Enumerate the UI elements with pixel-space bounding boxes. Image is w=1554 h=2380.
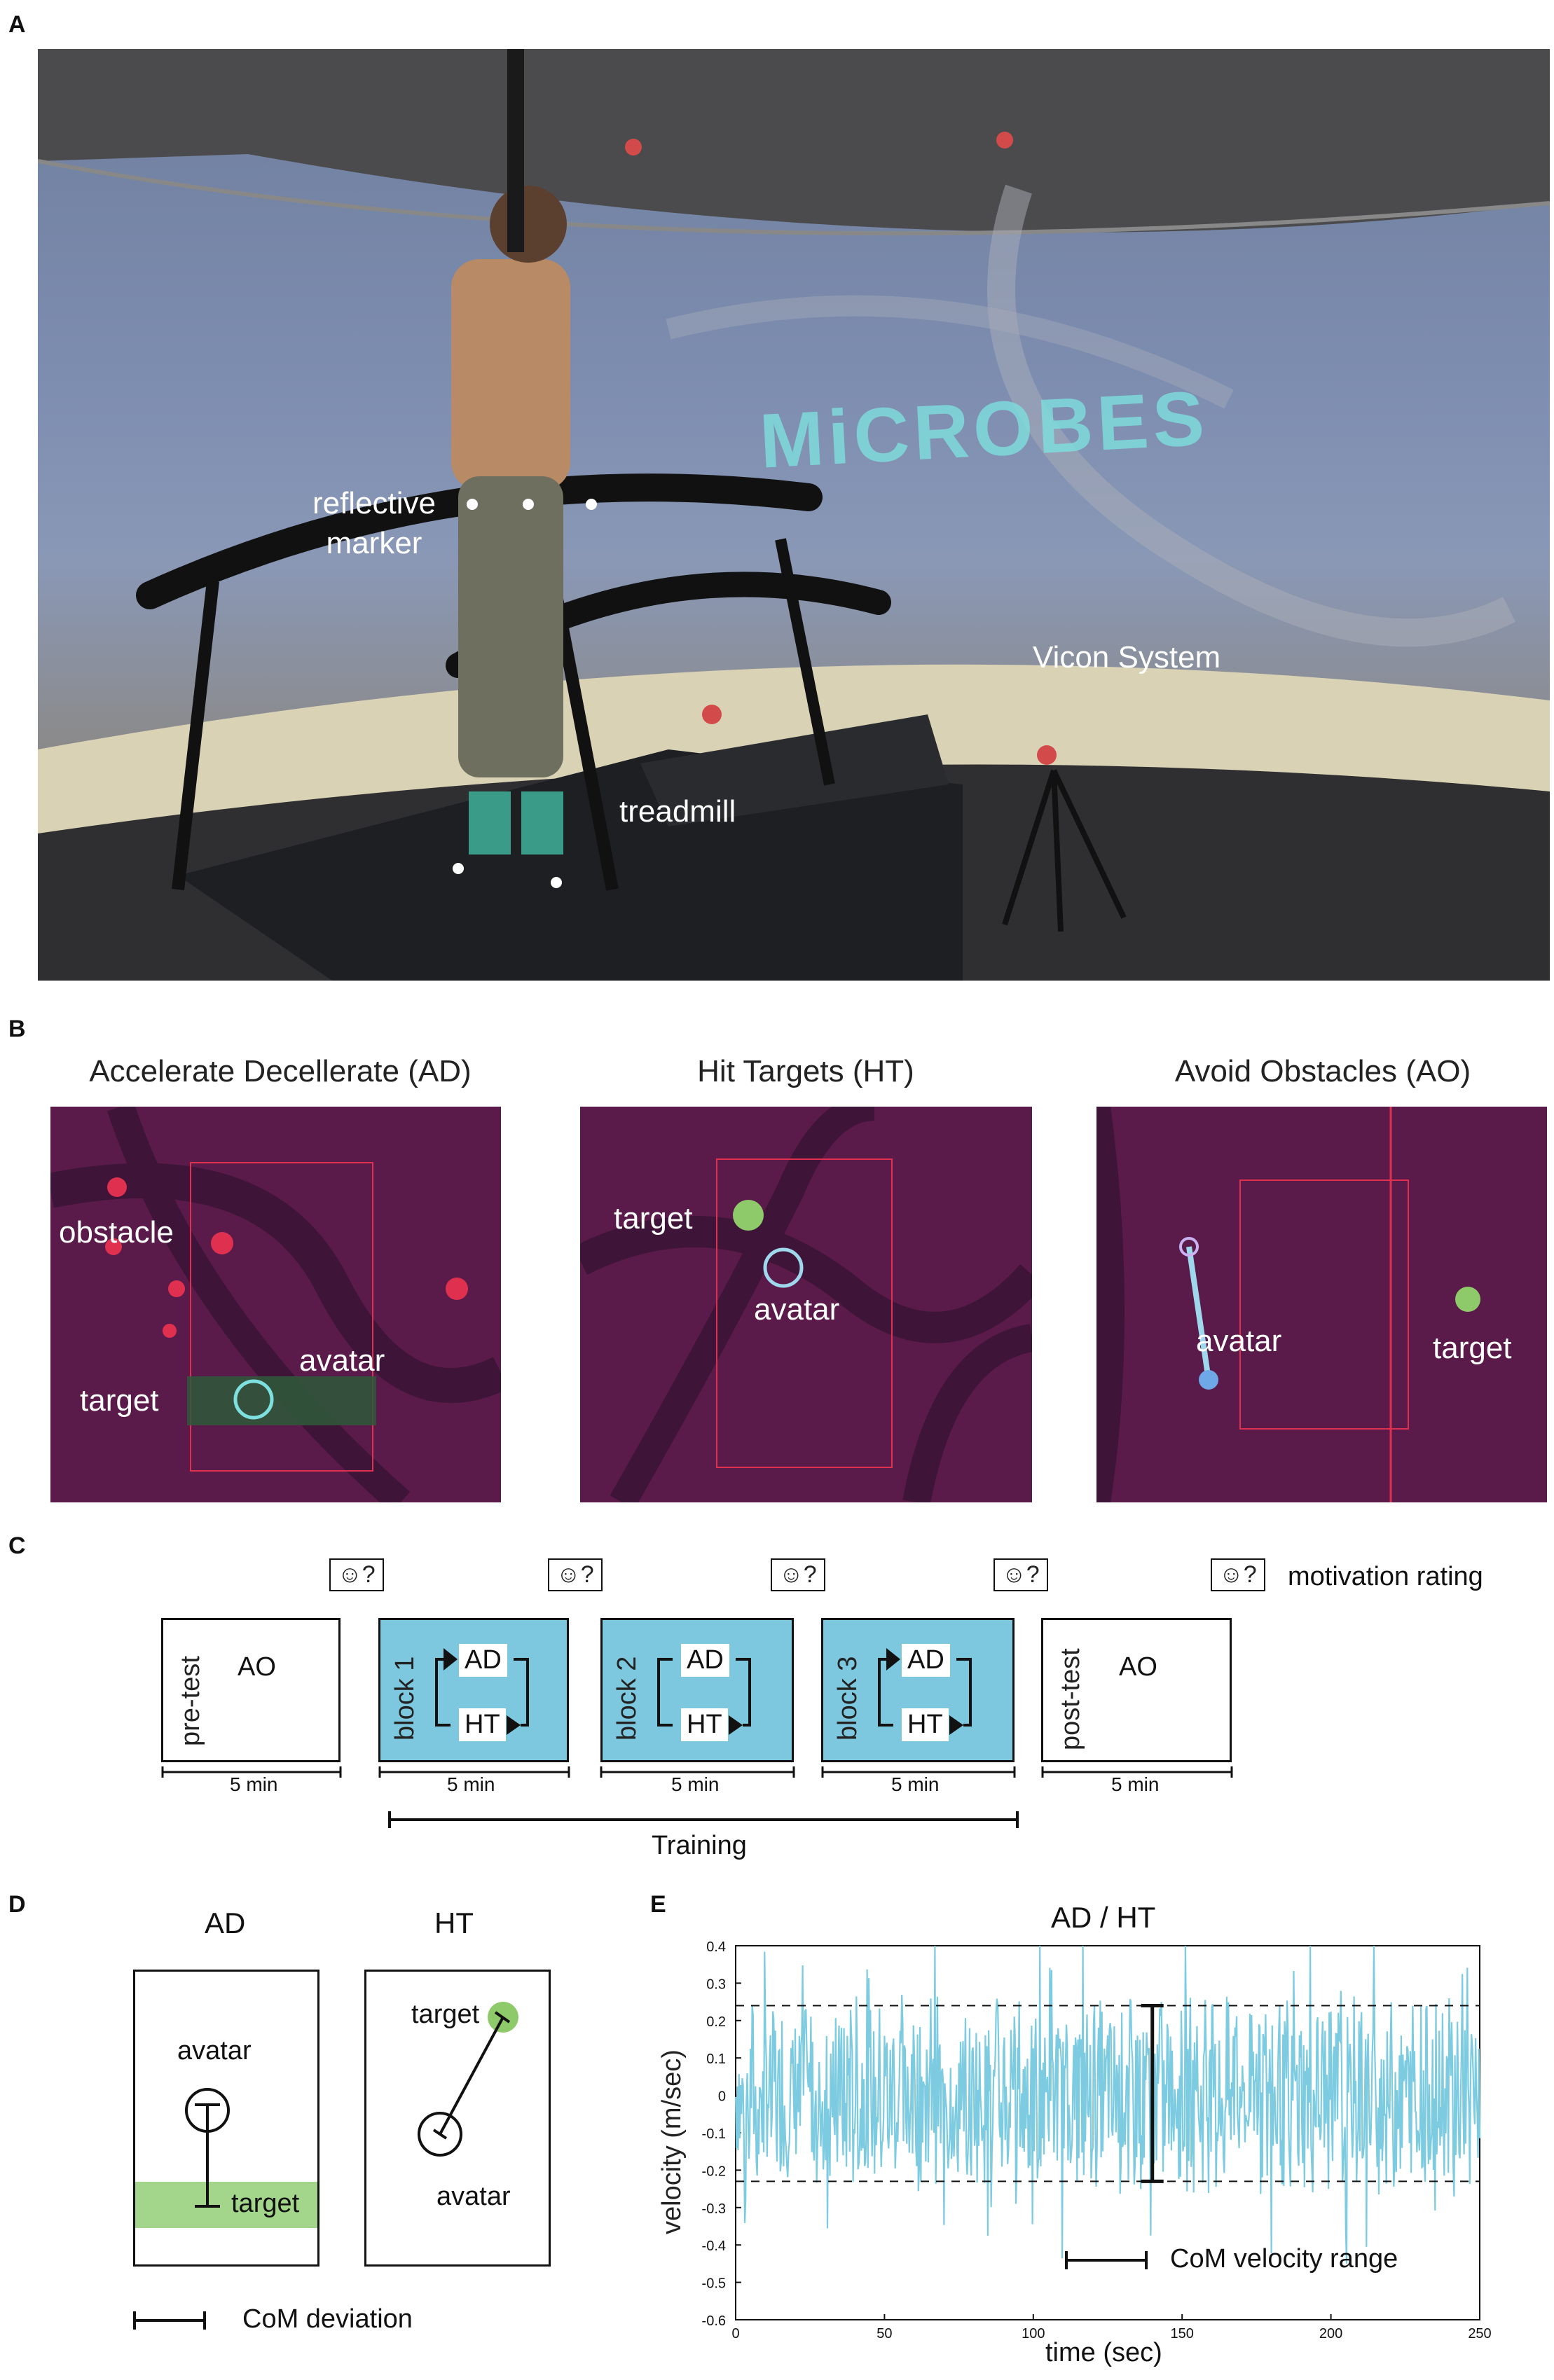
x-tick-label: 150 xyxy=(1171,2326,1194,2341)
x-tick-label: 100 xyxy=(1022,2326,1045,2341)
game-screen-ht: target avatar xyxy=(580,1107,1032,1502)
velocity-series-line xyxy=(734,1945,1481,2264)
y-tick-label: -0.4 xyxy=(702,2239,726,2254)
chart-title: AD / HT xyxy=(1051,1901,1156,1934)
ht-target-dot xyxy=(733,1200,764,1231)
y-tick-label: -0.1 xyxy=(702,2126,726,2142)
training-bracket xyxy=(388,1811,1019,1828)
target-zone xyxy=(187,1376,376,1425)
person-torso xyxy=(451,259,570,490)
block-2-box: block 2 AD HT xyxy=(600,1618,794,1762)
d-ad-target-label: target xyxy=(231,2189,300,2218)
y-tick-label: 0 xyxy=(718,2089,726,2105)
title-ad: Accelerate Decellerate (AD) xyxy=(89,1054,472,1088)
block-2-ht: HT xyxy=(681,1708,728,1741)
panel-letter-b: B xyxy=(8,1016,26,1042)
label-ht-target: target xyxy=(614,1201,693,1236)
pre-test-box: pre-test AO xyxy=(161,1618,341,1762)
avatar-ring xyxy=(233,1379,274,1420)
rating-bubble-1: ☺? xyxy=(329,1558,384,1591)
com-deviation-legend-bar xyxy=(133,2311,206,2330)
label-obstacle: obstacle xyxy=(59,1215,174,1250)
game-screen-ao: avatar target xyxy=(1096,1107,1547,1502)
duration-pre-test: 5 min xyxy=(230,1773,278,1795)
lab-photo: MiCROBES reflective marker Vicon System … xyxy=(38,49,1550,981)
y-tick-label: -0.2 xyxy=(702,2164,726,2179)
d-ad-title: AD xyxy=(205,1907,246,1939)
block-3-ht: HT xyxy=(902,1708,949,1741)
d-ht-title: HT xyxy=(434,1907,474,1939)
label-ht-avatar: avatar xyxy=(754,1292,840,1327)
ao-target-dot xyxy=(1455,1287,1480,1312)
x-tick-label: 0 xyxy=(731,2326,739,2341)
title-ht: Hit Targets (HT) xyxy=(697,1054,914,1088)
rating-bubble-4: ☺? xyxy=(993,1558,1048,1591)
label-reflective-marker: reflective marker xyxy=(312,486,436,561)
label-treadmill: treadmill xyxy=(619,794,736,829)
label-ad-target: target xyxy=(80,1383,159,1418)
game-screen-ad: obstacle avatar target xyxy=(50,1107,501,1502)
x-tick-label: 50 xyxy=(876,2326,892,2341)
x-tick-label: 200 xyxy=(1319,2326,1342,2341)
block-1-ad: AD xyxy=(459,1644,507,1677)
y-tick-label: 0.2 xyxy=(706,2014,726,2030)
lab-scene xyxy=(38,49,1550,981)
com-deviation-label: CoM deviation xyxy=(242,2304,413,2334)
rating-bubble-3: ☺? xyxy=(771,1558,825,1591)
y-tick-label: 0.3 xyxy=(706,1977,726,1992)
duration-block-3: 5 min xyxy=(891,1773,940,1795)
d-ht-target-label: target xyxy=(411,2000,480,2029)
motivation-rating-label: motivation rating xyxy=(1288,1562,1483,1591)
y-tick-label: -0.6 xyxy=(702,2313,726,2329)
label-ao-target: target xyxy=(1433,1331,1512,1365)
rating-bubble-5: ☺? xyxy=(1211,1558,1265,1591)
d-ht-avatar-label: avatar xyxy=(436,2182,511,2211)
label-vicon-system: Vicon System xyxy=(1033,640,1221,674)
training-label: Training xyxy=(652,1831,747,1860)
label-ad-avatar: avatar xyxy=(299,1343,385,1378)
panel-letter-d: D xyxy=(8,1891,26,1918)
block-1-box: block 1 AD HT xyxy=(378,1618,569,1762)
rating-bubble-2: ☺? xyxy=(548,1558,603,1591)
title-ao: Avoid Obstacles (AO) xyxy=(1174,1054,1471,1088)
pre-test-content: AO xyxy=(238,1652,276,1682)
ht-avatar-ring xyxy=(763,1247,804,1288)
label-ao-avatar: avatar xyxy=(1196,1324,1282,1358)
post-test-content: AO xyxy=(1119,1652,1157,1682)
y-tick-label: -0.5 xyxy=(702,2276,726,2292)
duration-rulers xyxy=(161,1766,1233,1778)
block-1-ht: HT xyxy=(459,1708,506,1741)
ao-avatar-rod xyxy=(1186,1246,1211,1381)
d-ht-box: target avatar xyxy=(364,1970,551,2267)
panel-letter-e: E xyxy=(650,1891,666,1918)
chart-xlabel: time (sec) xyxy=(1045,2338,1162,2367)
com-velocity-range-label: CoM velocity range xyxy=(1170,2244,1398,2274)
panel-letter-c: C xyxy=(8,1533,26,1559)
d-ad-avatar-label: avatar xyxy=(177,2036,252,2066)
panel-letter-a: A xyxy=(8,11,26,38)
y-tick-label: 0.4 xyxy=(706,1939,726,1955)
block-2-ad: AD xyxy=(681,1644,729,1677)
duration-post-test: 5 min xyxy=(1111,1773,1160,1795)
d-ad-target-zone xyxy=(135,2182,317,2228)
post-test-box: post-test AO xyxy=(1041,1618,1232,1762)
d-ad-box: avatar target xyxy=(133,1970,319,2267)
block-3-ad: AD xyxy=(902,1644,950,1677)
y-tick-label: -0.3 xyxy=(702,2201,726,2217)
duration-block-1: 5 min xyxy=(447,1773,495,1795)
com-velocity-legend-bar xyxy=(1065,2251,1148,2269)
y-tick-label: 0.1 xyxy=(706,2052,726,2067)
x-tick-label: 250 xyxy=(1468,2326,1491,2341)
block-3-box: block 3 AD HT xyxy=(821,1618,1015,1762)
duration-block-2: 5 min xyxy=(671,1773,720,1795)
